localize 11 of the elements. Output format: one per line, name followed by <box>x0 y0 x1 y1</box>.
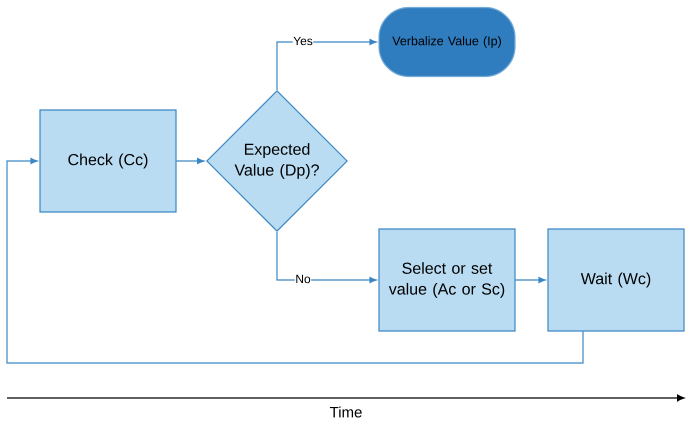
process-box: Wait (Wc) <box>547 228 685 332</box>
arrow <box>516 276 546 284</box>
edge-label: Yes <box>292 36 314 46</box>
edge-label: No <box>294 274 312 284</box>
arrow <box>276 38 377 90</box>
process-box: Select or set value (Ac or Sc) <box>378 228 516 332</box>
process-box: Check (Cc) <box>39 109 177 213</box>
arrow <box>276 232 377 284</box>
arrow <box>176 158 204 164</box>
axis-label: Time <box>330 406 362 418</box>
arrow <box>6 158 584 364</box>
